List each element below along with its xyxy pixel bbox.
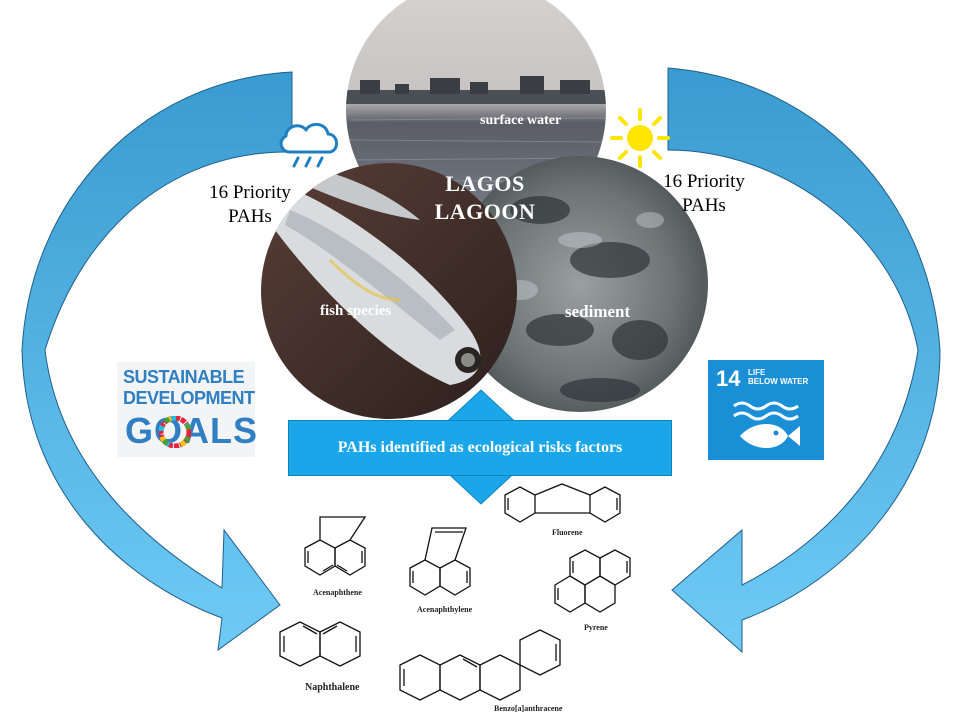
benzoanthracene-label: Benzo[a]anthracene — [494, 704, 563, 713]
acenaphthene-label: Acenaphthene — [313, 588, 362, 597]
sdg14-title-line-1: LIFE — [748, 368, 766, 377]
surface-water-label: surface water — [480, 113, 562, 128]
sdg14-badge: 14 LIFE BELOW WATER — [708, 360, 824, 460]
right-priority-label: 16 Priority PAHs — [644, 170, 764, 218]
benzoanthracene-structure — [399, 629, 561, 701]
right-priority-line-1: 16 Priority — [663, 171, 745, 192]
risk-factors-text: PAHs identified as ecological risks fact… — [337, 439, 623, 456]
sdg14-title: LIFE BELOW WATER — [748, 368, 808, 386]
center-title-line-2: LAGOON — [434, 199, 536, 224]
center-title-line-1: LAGOS — [445, 171, 525, 196]
waves-icon — [733, 401, 799, 421]
sdg14-title-line-2: BELOW WATER — [748, 377, 809, 386]
sdg-logo: SUSTAINABLE DEVELOPMENT GOALS — [117, 362, 259, 457]
risk-factors-box: PAHs identified as ecological risks fact… — [288, 420, 672, 476]
fluorene-label: Fluorene — [552, 528, 583, 537]
sdg-logo-line-2: DEVELOPMENT — [123, 388, 255, 408]
fish-species-label: fish species — [320, 303, 392, 319]
sun-icon — [610, 108, 670, 168]
naphthalene-structure — [279, 621, 361, 667]
sdg-logo-line-3: GOALS — [125, 410, 259, 451]
left-priority-line-1: 16 Priority — [209, 182, 291, 203]
center-title: LAGOS LAGOON — [410, 170, 560, 226]
right-priority-line-2: PAHs — [682, 195, 726, 216]
pah-structures — [279, 483, 631, 701]
right-cycle-arrow — [667, 67, 941, 654]
acenaphthylene-label: Acenaphthylene — [417, 605, 473, 614]
sdg-wheel-icon — [159, 416, 191, 448]
sediment-label: sediment — [565, 302, 631, 321]
acenaphthylene-structure — [409, 527, 471, 596]
rain-cloud-icon — [279, 123, 338, 168]
left-priority-label: 16 Priority PAHs — [190, 181, 310, 229]
pyrene-label: Pyrene — [584, 623, 608, 632]
naphthalene-label: Naphthalene — [305, 682, 360, 693]
sdg14-number: 14 — [716, 366, 741, 391]
fish-icon — [733, 401, 800, 448]
left-priority-line-2: PAHs — [228, 206, 272, 227]
fish-species-circle — [261, 163, 517, 419]
acenaphthene-structure — [304, 516, 367, 576]
left-cycle-arrow — [21, 71, 293, 652]
sdg-logo-line-1: SUSTAINABLE — [123, 367, 245, 387]
pyrene-structure — [554, 549, 631, 613]
fluorene-structure — [504, 483, 621, 523]
